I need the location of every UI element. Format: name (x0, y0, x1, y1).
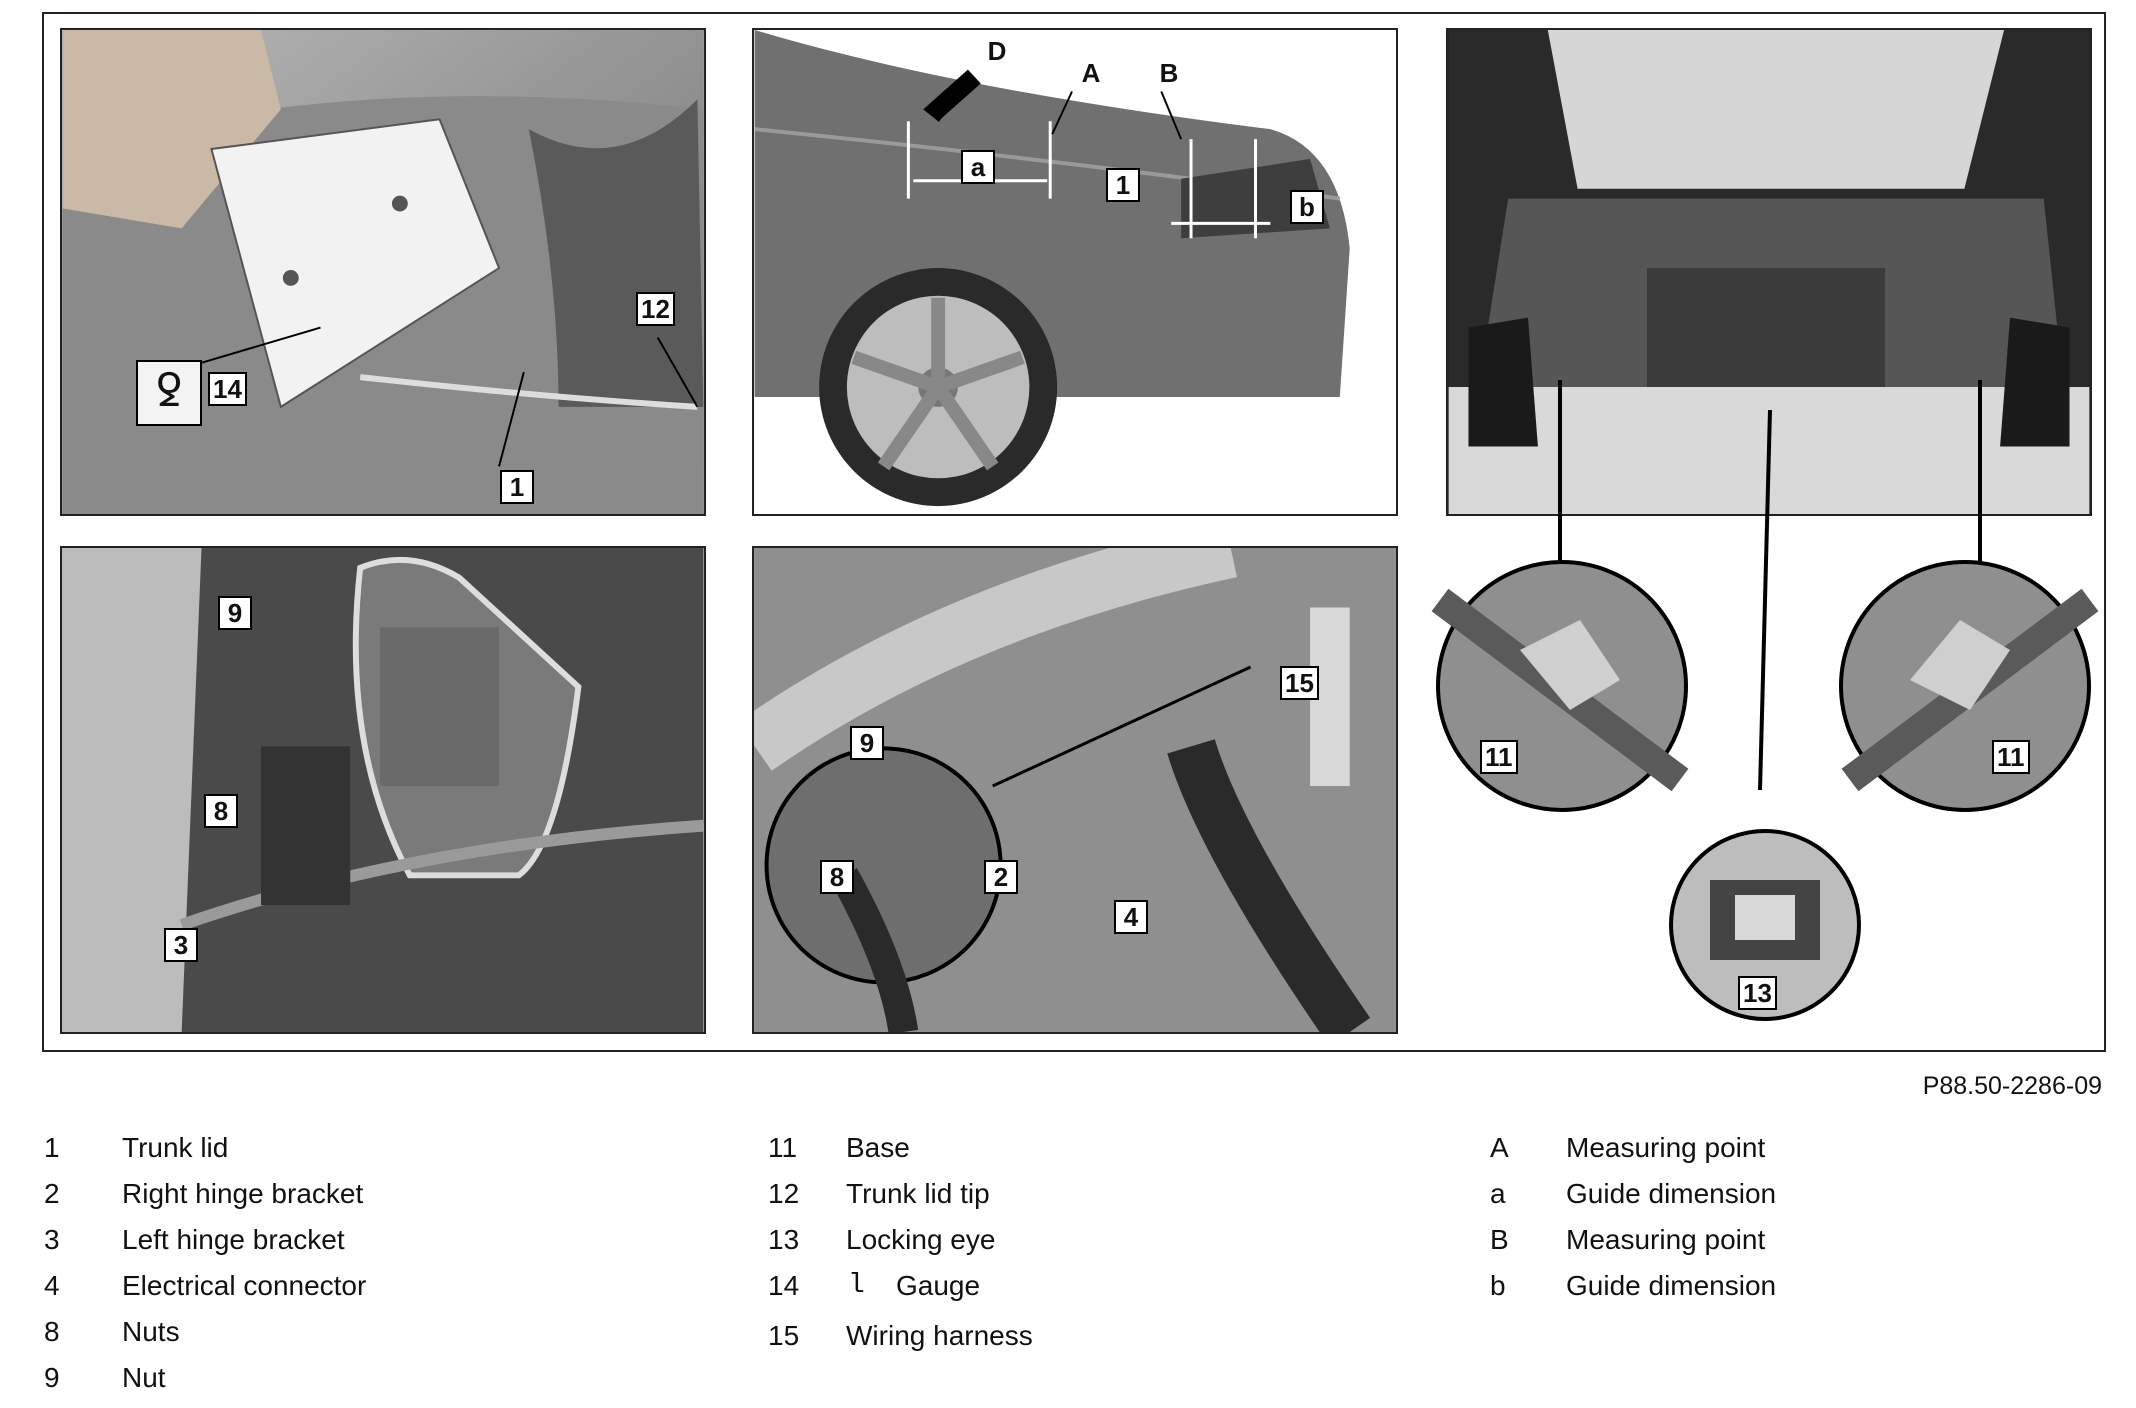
callout-B: B (1159, 58, 1179, 88)
legend-label: Measuring point (1566, 1132, 1766, 1163)
magnifier-overlay (1431, 380, 2099, 1021)
callout-11-left: 11 (1480, 740, 1518, 774)
photo-measuring-points: D A B a 1 b (752, 28, 1398, 516)
legend-label: Guide dimension (1566, 1270, 1777, 1301)
figure-frame (42, 12, 2106, 1052)
legend-label: Nuts (122, 1316, 180, 1347)
legend-key: 14 (768, 1270, 800, 1301)
legend-key: 1 (44, 1132, 60, 1163)
photo-right-hinge: 9 8 2 4 15 (752, 546, 1398, 1034)
legend-row: 11 Base (768, 1132, 1368, 1178)
callout-2: 2 (984, 860, 1018, 894)
legend-key: A (1490, 1132, 1509, 1163)
callout-b: b (1290, 190, 1324, 224)
callout-14: 14 (208, 372, 247, 406)
legend-label: Gauge (896, 1270, 981, 1301)
legend-label: Guide dimension (1566, 1178, 1777, 1209)
callout-4: 4 (1114, 900, 1148, 934)
callout-9: 9 (850, 726, 884, 760)
legend-key: 13 (768, 1224, 800, 1255)
legend-row: 15 Wiring harness (768, 1320, 1368, 1366)
legend-key: 8 (44, 1316, 60, 1347)
callout-3: 3 (164, 928, 198, 962)
legend-row: 14 l Gauge (768, 1270, 1368, 1320)
legend-key: 4 (44, 1270, 60, 1301)
legend-label: Right hinge bracket (122, 1178, 364, 1209)
legend-label: Locking eye (846, 1224, 996, 1255)
legend-row: 3 Left hinge bracket (44, 1224, 644, 1270)
callout-A: A (1081, 58, 1101, 88)
legend-label: Measuring point (1566, 1224, 1766, 1255)
callout-13: 13 (1738, 976, 1777, 1010)
legend-key: 3 (44, 1224, 60, 1255)
photo-gauge-on-trunk-lid: ꝿ 14 12 1 (60, 28, 706, 516)
legend-key: 9 (44, 1362, 60, 1393)
legend-row: B Measuring point (1490, 1224, 2090, 1270)
legend-label: Trunk lid tip (846, 1178, 990, 1209)
legend-row: 12 Trunk lid tip (768, 1178, 1368, 1224)
legend-column-1: 1 Trunk lid 2 Right hinge bracket 3 Left hi… (44, 1132, 644, 1408)
figure-number: P88.50-2286-09 (1922, 1072, 2102, 1100)
legend-row: 9 Nut (44, 1362, 644, 1408)
legend-row: a Guide dimension (1490, 1178, 2090, 1224)
gauge-tool-icon: ꝿ (136, 360, 202, 426)
photo-gauge-illustration (62, 30, 704, 514)
legend-row: 2 Right hinge bracket (44, 1178, 644, 1224)
callout-D: D (987, 36, 1007, 66)
photo-left-hinge-illustration (62, 548, 704, 1032)
callout-a: a (961, 150, 995, 184)
legend-key: 15 (768, 1320, 800, 1351)
callout-8: 8 (820, 860, 854, 894)
legend-row: 4 Electrical connector (44, 1270, 644, 1316)
legend-row: A Measuring point (1490, 1132, 2090, 1178)
legend-label: Wiring harness (846, 1320, 1033, 1351)
callout-15: 15 (1280, 666, 1319, 700)
gauge-prefix: l (848, 1270, 865, 1301)
callout-11-right: 11 (1992, 740, 2030, 774)
legend-column-2: 11 Base 12 Trunk lid tip 13 Locking eye 14 l… (768, 1132, 1368, 1366)
callout-9: 9 (218, 596, 252, 630)
callout-12: 12 (636, 292, 675, 326)
legend-label: Left hinge bracket (122, 1224, 345, 1255)
legend-row: b Guide dimension (1490, 1270, 2090, 1316)
photo-left-hinge: 9 8 3 (60, 546, 706, 1034)
legend-key: 12 (768, 1178, 800, 1209)
legend-key: 11 (768, 1132, 798, 1163)
photo-right-hinge-illustration (754, 548, 1396, 1032)
callout-1: 1 (500, 470, 534, 504)
photo-car-illustration (754, 30, 1396, 514)
legend-row: 1 Trunk lid (44, 1132, 644, 1178)
legend-key: 2 (44, 1178, 60, 1209)
legend-label: Nut (122, 1362, 166, 1393)
legend-key: b (1490, 1270, 1506, 1301)
legend-key: a (1490, 1178, 1506, 1209)
legend-label: Electrical connector (122, 1270, 367, 1301)
callout-8: 8 (204, 794, 238, 828)
legend-row: 8 Nuts (44, 1316, 644, 1362)
callout-1: 1 (1106, 168, 1140, 202)
legend-label: Trunk lid (122, 1132, 229, 1163)
legend-label: Base (846, 1132, 910, 1163)
legend-key: B (1490, 1224, 1509, 1255)
legend-row: 13 Locking eye (768, 1224, 1368, 1270)
